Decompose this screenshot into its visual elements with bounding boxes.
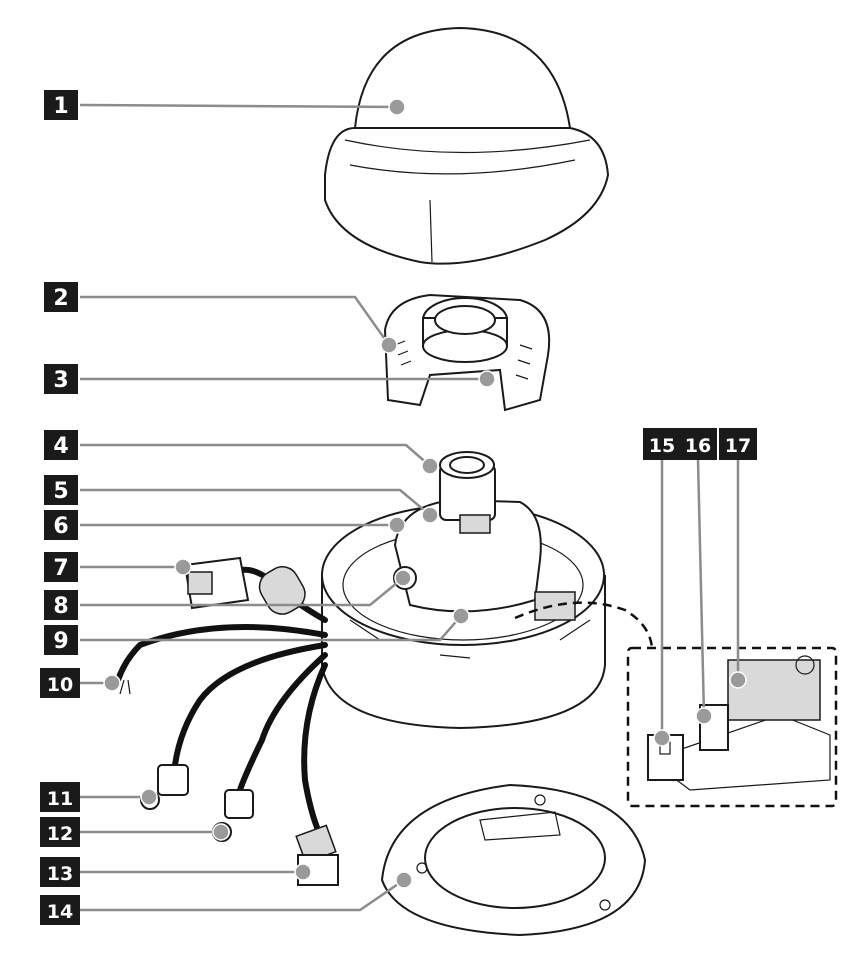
callout-label: 16 (685, 435, 711, 457)
callout-badge-8: 8 (44, 590, 78, 620)
leader-line (80, 297, 389, 345)
callout-label: 17 (725, 435, 751, 457)
callout-badge-12: 12 (40, 817, 80, 847)
leader-line (80, 105, 397, 107)
pointer-dot (104, 675, 120, 691)
callout-badge-5: 5 (44, 475, 78, 505)
leader-line (80, 445, 430, 466)
callout-badge-2: 2 (44, 282, 78, 312)
pointer-dot (213, 824, 229, 840)
callout-label: 9 (53, 629, 68, 654)
leader-line (698, 460, 704, 716)
callout-label: 2 (53, 286, 68, 311)
pointer-dot (422, 507, 438, 523)
callout-badge-9: 9 (44, 625, 78, 655)
pointer-dot (422, 458, 438, 474)
callout-label: 11 (47, 788, 73, 810)
pointer-dot (395, 570, 411, 586)
callout-badge-13: 13 (40, 857, 80, 887)
callout-badge-14: 14 (40, 895, 80, 925)
callout-label: 13 (47, 863, 73, 885)
pointer-dot (389, 517, 405, 533)
callout-badge-16: 16 (679, 428, 717, 460)
pointer-dot (654, 730, 670, 746)
pointer-dot (730, 672, 746, 688)
pointer-dot (295, 864, 311, 880)
leader-line (80, 880, 404, 910)
callout-label: 6 (53, 514, 68, 539)
callout-label: 12 (47, 823, 73, 845)
pointer-dot (389, 99, 405, 115)
pointer-dot (381, 337, 397, 353)
callout-badge-6: 6 (44, 510, 78, 540)
callout-label: 5 (53, 479, 68, 504)
callout-label: 15 (649, 435, 675, 457)
mounting-plate (382, 785, 645, 935)
callout-label: 14 (47, 901, 73, 923)
callout-badge-11: 11 (40, 782, 80, 812)
dome-cover (325, 28, 608, 264)
callout-badge-3: 3 (44, 364, 78, 394)
callout-badge-4: 4 (44, 430, 78, 460)
callout-label: 1 (53, 94, 68, 119)
camera-base (322, 452, 605, 728)
callout-badge-10: 10 (40, 668, 80, 698)
pointer-dot (396, 872, 412, 888)
callout-badge-17: 17 (719, 428, 757, 460)
callout-label: 10 (47, 674, 73, 696)
callout-label: 8 (53, 594, 68, 619)
pointer-dot (141, 789, 157, 805)
callout-label: 4 (53, 434, 68, 459)
leader-line (80, 490, 430, 515)
callout-label: 3 (53, 368, 68, 393)
callout-badge-15: 15 (643, 428, 681, 460)
callout-badge-7: 7 (44, 552, 78, 582)
pointer-dot (479, 371, 495, 387)
callout-label: 7 (53, 556, 68, 581)
pointer-dot (453, 608, 469, 624)
lens-holder-bracket (385, 295, 549, 410)
pointer-dot (696, 708, 712, 724)
callout-badge-1: 1 (44, 90, 78, 120)
pointer-dot (175, 559, 191, 575)
